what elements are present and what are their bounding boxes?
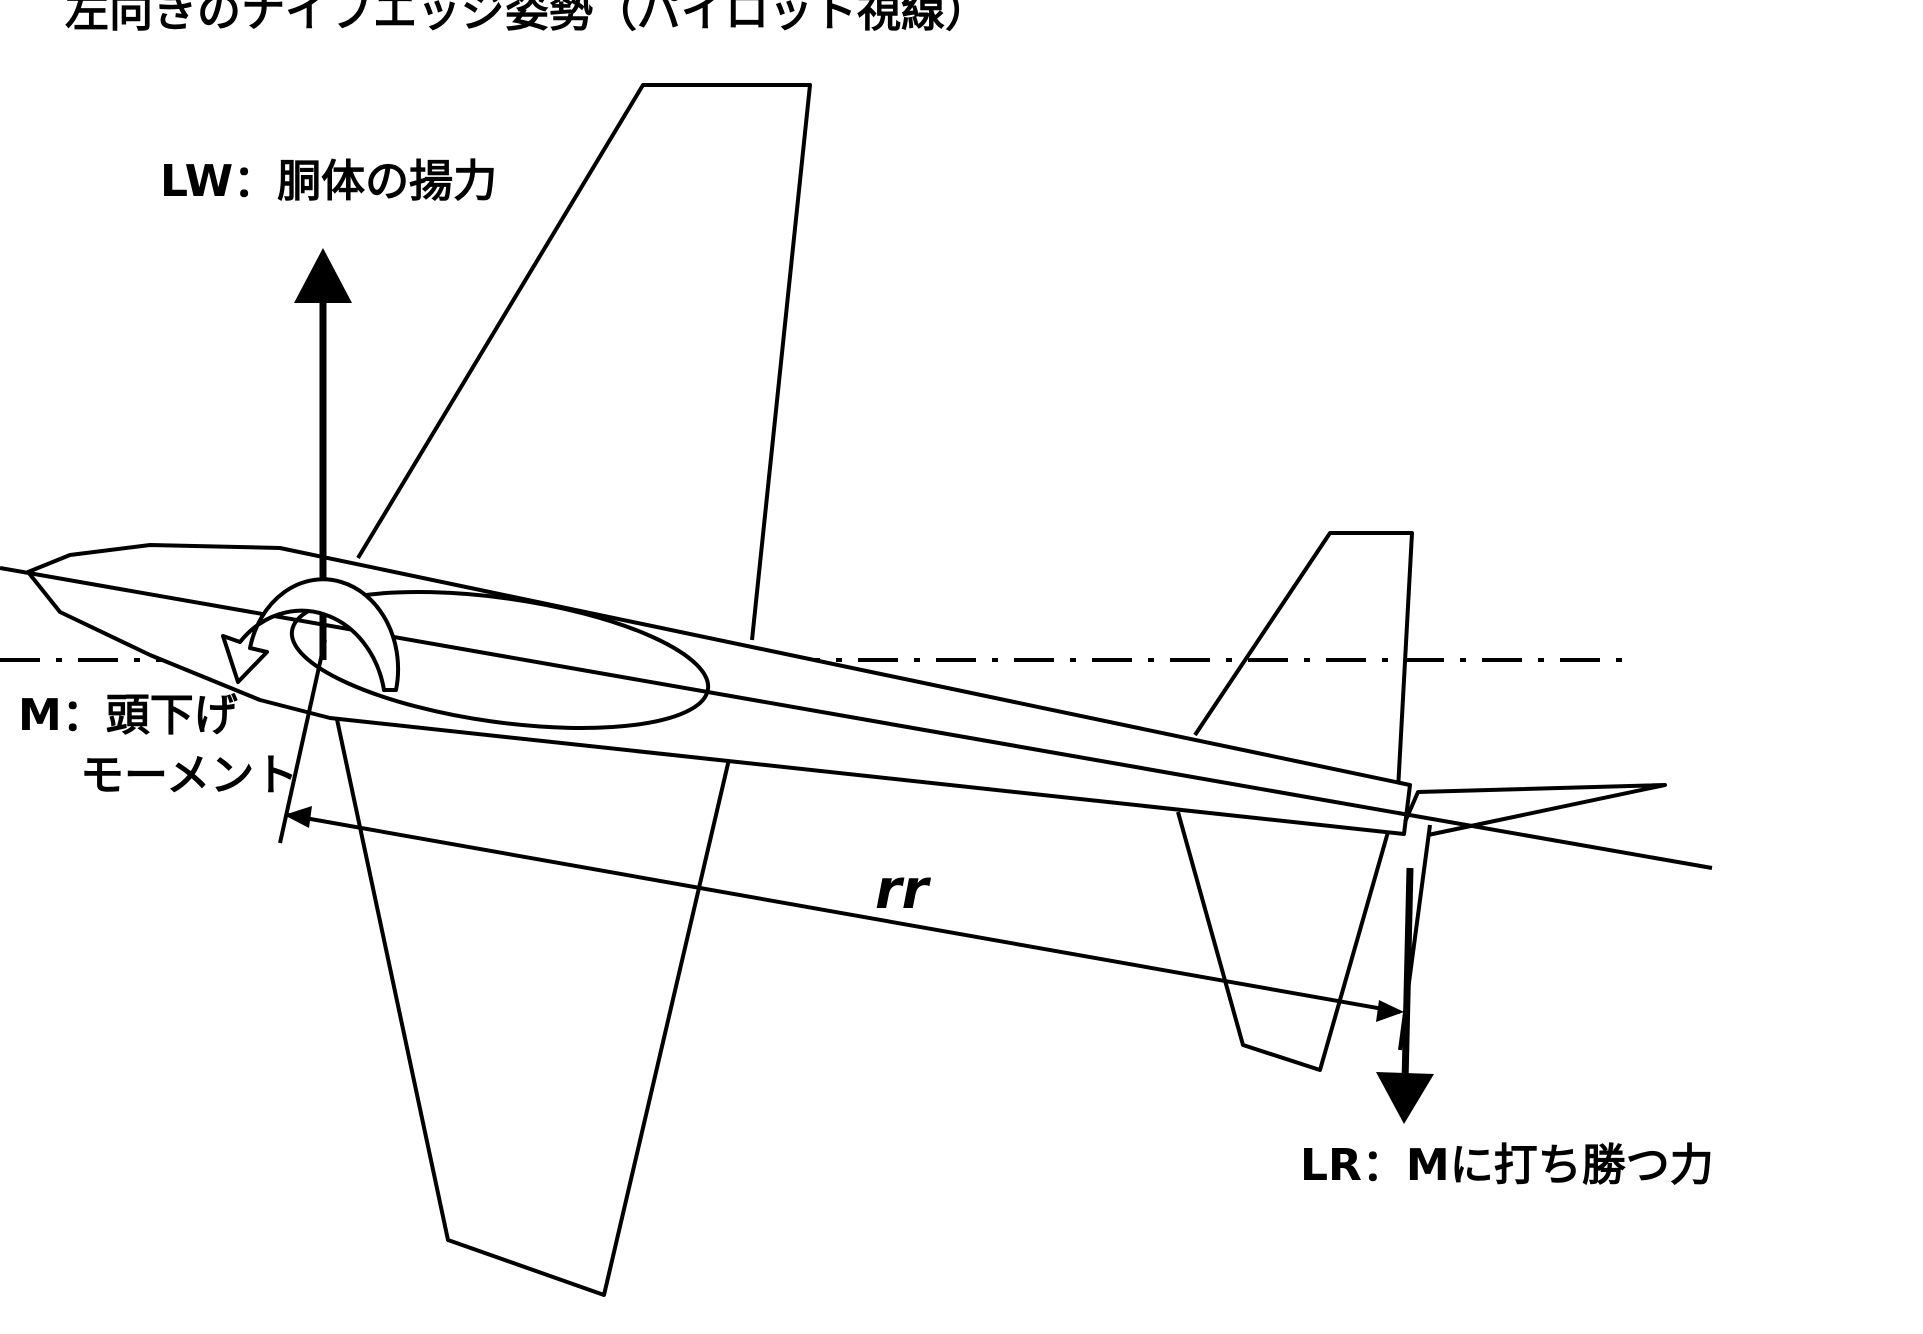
rr-dimension-line xyxy=(287,813,1401,1014)
moment-label-line1: M：頭下げ xyxy=(18,690,238,741)
lw-label: LW：胴体の揚力 xyxy=(160,156,497,207)
lr-label: LR：Mに打ち勝つ力 xyxy=(1300,1140,1714,1191)
lr-arrowhead xyxy=(1376,1072,1434,1124)
rr-label: rr xyxy=(875,858,932,921)
cg-reference-line xyxy=(278,639,327,844)
lw-arrowhead xyxy=(294,248,352,303)
canopy xyxy=(289,590,711,730)
moment-arrow xyxy=(221,577,401,692)
rr-arrowhead-right xyxy=(1376,1000,1404,1022)
lr-arrow-shaft xyxy=(1401,867,1414,1083)
diagram-title: 左向きのナイフエッジ姿勢（パイロット視線） xyxy=(65,0,989,37)
moment-label-line2: モーメント xyxy=(80,750,298,801)
main-wing-lower xyxy=(333,709,732,1297)
main-wing-upper xyxy=(356,83,812,641)
horizontal-stabilizer xyxy=(1403,783,1667,837)
fuselage-centerline xyxy=(0,566,1713,870)
tail-fin-upper xyxy=(1193,531,1414,791)
rr-arrowhead-left xyxy=(284,806,312,828)
tail-fin-lower xyxy=(1176,811,1392,1072)
